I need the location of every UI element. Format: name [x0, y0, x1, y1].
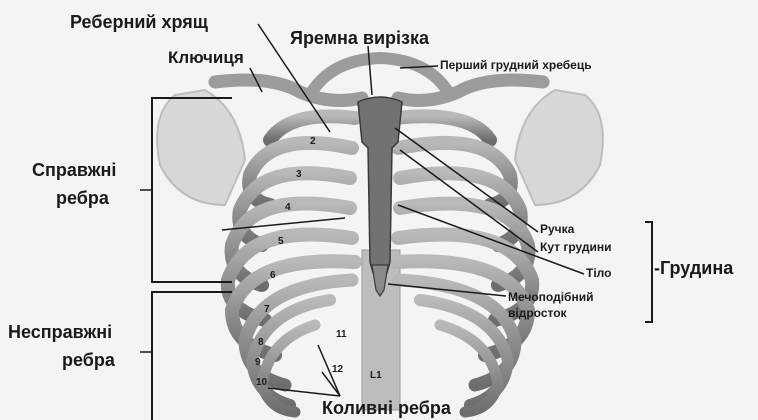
- label-clavicle: Ключиця: [168, 48, 244, 68]
- sternum-bracket: [645, 222, 652, 322]
- label-xiphoid-1: Мечоподібний: [508, 290, 593, 304]
- rib-number-11: 11: [336, 329, 347, 340]
- left-clavicle: [215, 80, 362, 100]
- false-ribs-bracket: [152, 292, 232, 420]
- rib-number-5: 5: [278, 236, 284, 247]
- label-true-ribs-2: ребра: [56, 188, 109, 209]
- rib-number-3: 3: [296, 169, 302, 180]
- label-body: Тіло: [586, 266, 611, 280]
- label-false-ribs-1: Несправжні: [8, 322, 112, 343]
- label-costal-cartilage: Реберний хрящ: [70, 12, 208, 33]
- right-clavicle: [398, 80, 543, 100]
- label-sternum: -Грудина: [654, 258, 733, 279]
- rib-number-9: 9: [255, 357, 261, 368]
- rib-number-12: 12: [332, 364, 344, 375]
- left-scapula: [157, 90, 245, 205]
- label-floating-ribs: Коливні ребра: [322, 398, 451, 419]
- label-sternal-angle: Кут грудини: [540, 240, 612, 254]
- rib-number-2: 2: [310, 136, 316, 147]
- rib-number-7: 7: [264, 304, 270, 315]
- rib-number-4: 4: [285, 202, 291, 213]
- label-xiphoid-2: відросток: [508, 306, 567, 320]
- label-false-ribs-2: ребра: [62, 350, 115, 371]
- rib-number-10: 10: [256, 377, 268, 388]
- right-scapula: [515, 90, 603, 205]
- vertebra-l1: L1: [370, 370, 382, 381]
- label-manubrium: Ручка: [540, 222, 574, 236]
- label-first-thoracic-vertebra: Перший грудний хребець: [440, 58, 592, 72]
- rib-number-8: 8: [258, 337, 264, 348]
- label-true-ribs-1: Справжні: [32, 160, 116, 181]
- first-rib-ring: [310, 58, 450, 95]
- rib-number-6: 6: [270, 270, 276, 281]
- label-jugular-notch: Яремна вирізка: [290, 28, 429, 49]
